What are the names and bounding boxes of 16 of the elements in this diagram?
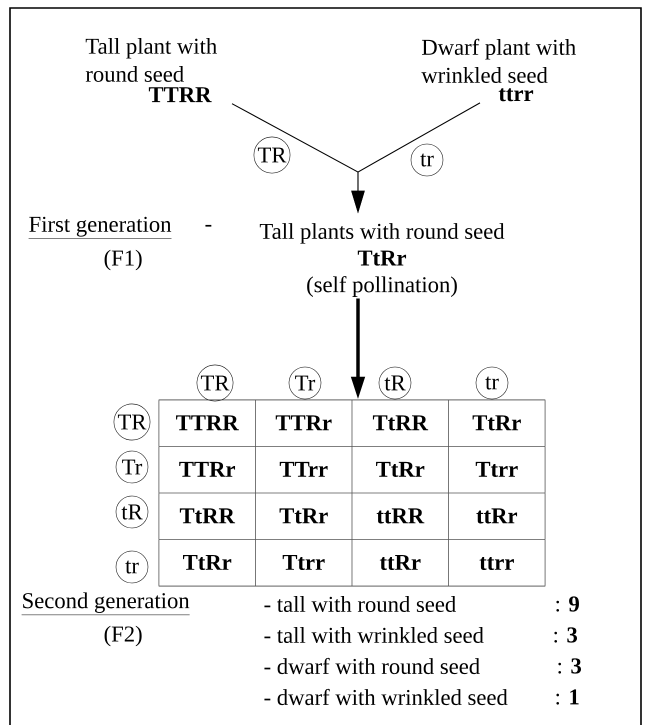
note-text: - tall with wrinkled seed <box>264 627 484 643</box>
note-text: - <box>205 224 212 227</box>
note-text: : 1 <box>556 689 579 705</box>
heading: First generation <box>28 216 172 239</box>
note-text: - dwarf with round seed <box>264 658 480 674</box>
note-text: (F1) <box>104 250 142 270</box>
note-text: : 3 <box>558 658 581 674</box>
offspring-text: Tall plants with round seed TtRr (self pollination) <box>260 223 504 297</box>
note-text: : 9 <box>556 596 579 612</box>
parent-text: Dwarf plant with wrinkled seed ttrr <box>421 38 576 102</box>
parent-text: Tall plant with round seed TTRR <box>86 38 217 102</box>
note-text: - dwarf with wrinkled seed <box>264 688 508 706</box>
punnett-square: TTRR TTRr TtRR TtRr TTRr TTrr TtRr Ttrr TtRR TtRr ttRR ttRr TtRr Ttrr ttRr ttrr <box>158 400 546 586</box>
note-text: (F2) <box>104 626 142 646</box>
heading: Second generation <box>21 592 190 616</box>
note-text: : 3 <box>554 627 577 643</box>
